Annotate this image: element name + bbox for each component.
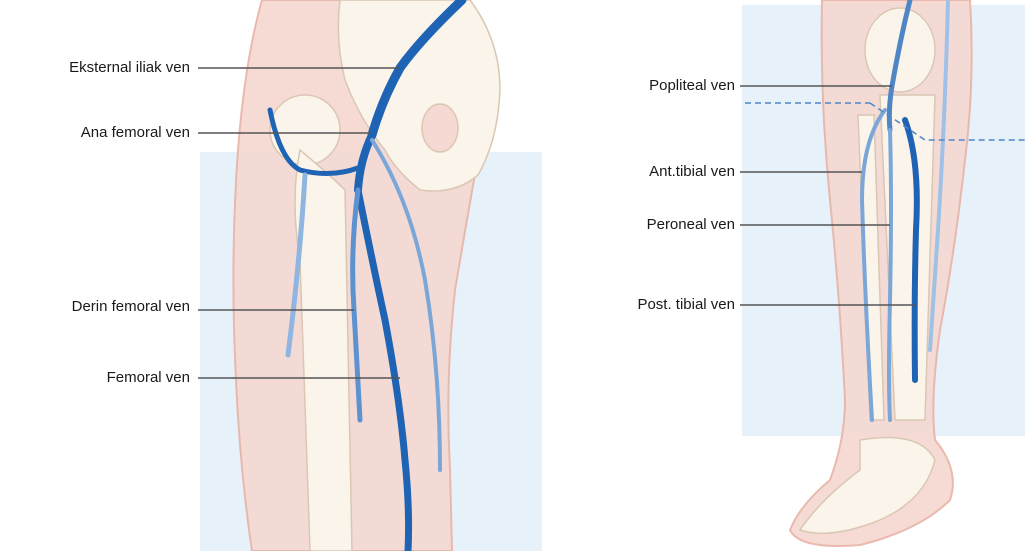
label-deep-femoral-vein: Derin femoral ven (72, 298, 190, 316)
leg-panel (740, 0, 1025, 546)
label-external-iliac-vein: Eksternal iliak ven (69, 59, 190, 77)
label-peroneal-vein: Peroneal ven (647, 216, 735, 234)
label-anterior-tibial-vein: Ant.tibial ven (649, 163, 735, 181)
obturator-foramen (422, 104, 458, 152)
thigh-panel (198, 0, 542, 551)
label-popliteal-vein: Popliteal ven (649, 77, 735, 95)
label-femoral-vein: Femoral ven (107, 369, 190, 387)
label-posterior-tibial-vein: Post. tibial ven (637, 296, 735, 314)
label-common-femoral-vein: Ana femoral ven (81, 124, 190, 142)
peroneal-vein (889, 130, 891, 420)
